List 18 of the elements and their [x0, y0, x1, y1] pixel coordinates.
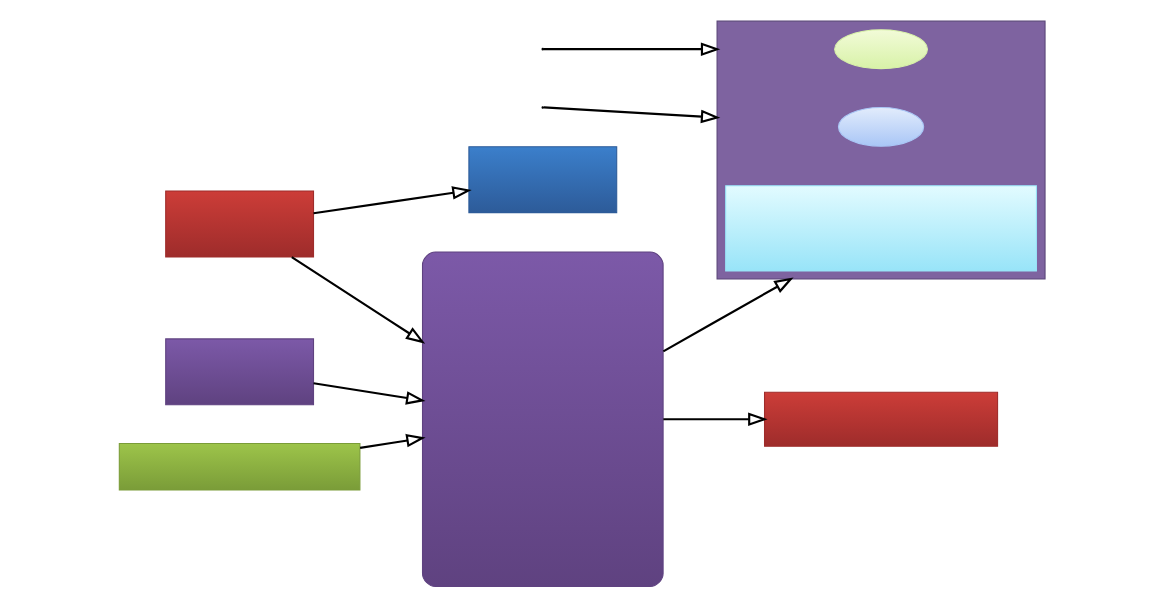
- cluster: [716, 20, 1046, 280]
- node-box: [164, 338, 314, 406]
- node-box: [421, 251, 664, 588]
- arrow: [543, 106, 720, 124]
- node-box: [724, 185, 1037, 272]
- arrow: [359, 433, 426, 449]
- arrow: [662, 277, 794, 353]
- node-box: [118, 443, 360, 491]
- node-ellipse: [837, 106, 924, 147]
- node-box: [467, 146, 617, 214]
- node-ellipse: [833, 29, 928, 70]
- arrow: [312, 382, 425, 405]
- arrow: [662, 412, 768, 427]
- arrow: [543, 42, 720, 56]
- arrow: [290, 256, 425, 344]
- node-box: [164, 190, 314, 258]
- arrow: [312, 186, 472, 215]
- node-box: [763, 391, 998, 447]
